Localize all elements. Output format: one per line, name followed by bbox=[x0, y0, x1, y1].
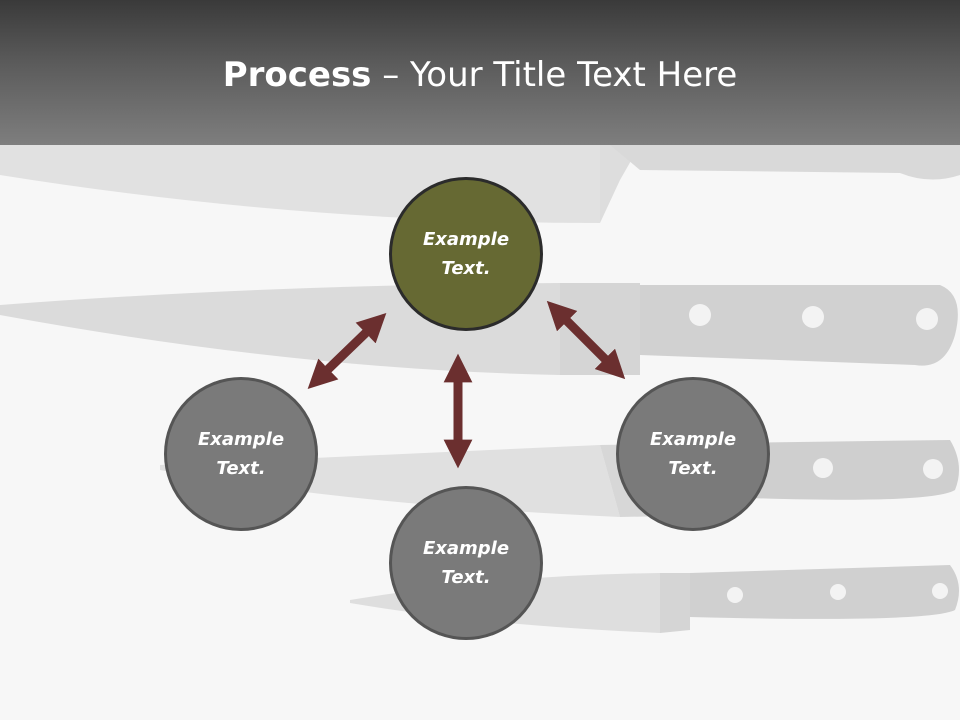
title-rest: – Your Title Text Here bbox=[371, 55, 738, 95]
left-node-label: Example Text. bbox=[197, 429, 285, 479]
knife-4 bbox=[350, 565, 959, 633]
bottom-node-label: Example Text. bbox=[422, 538, 510, 588]
arrow-right bbox=[546, 300, 626, 380]
arrow-left bbox=[307, 312, 387, 390]
left-node: Example Text. bbox=[164, 377, 318, 531]
right-node-label: Example Text. bbox=[649, 429, 737, 479]
title-bold: Process bbox=[222, 55, 372, 95]
bottom-node: Example Text. bbox=[389, 486, 543, 640]
right-node: Example Text. bbox=[616, 377, 770, 531]
title-bar: Process – Your Title Text Here bbox=[0, 0, 960, 145]
center-node-label: Example Text. bbox=[422, 229, 510, 279]
center-node: Example Text. bbox=[389, 177, 543, 331]
slide-title: Process – Your Title Text Here bbox=[0, 52, 960, 98]
